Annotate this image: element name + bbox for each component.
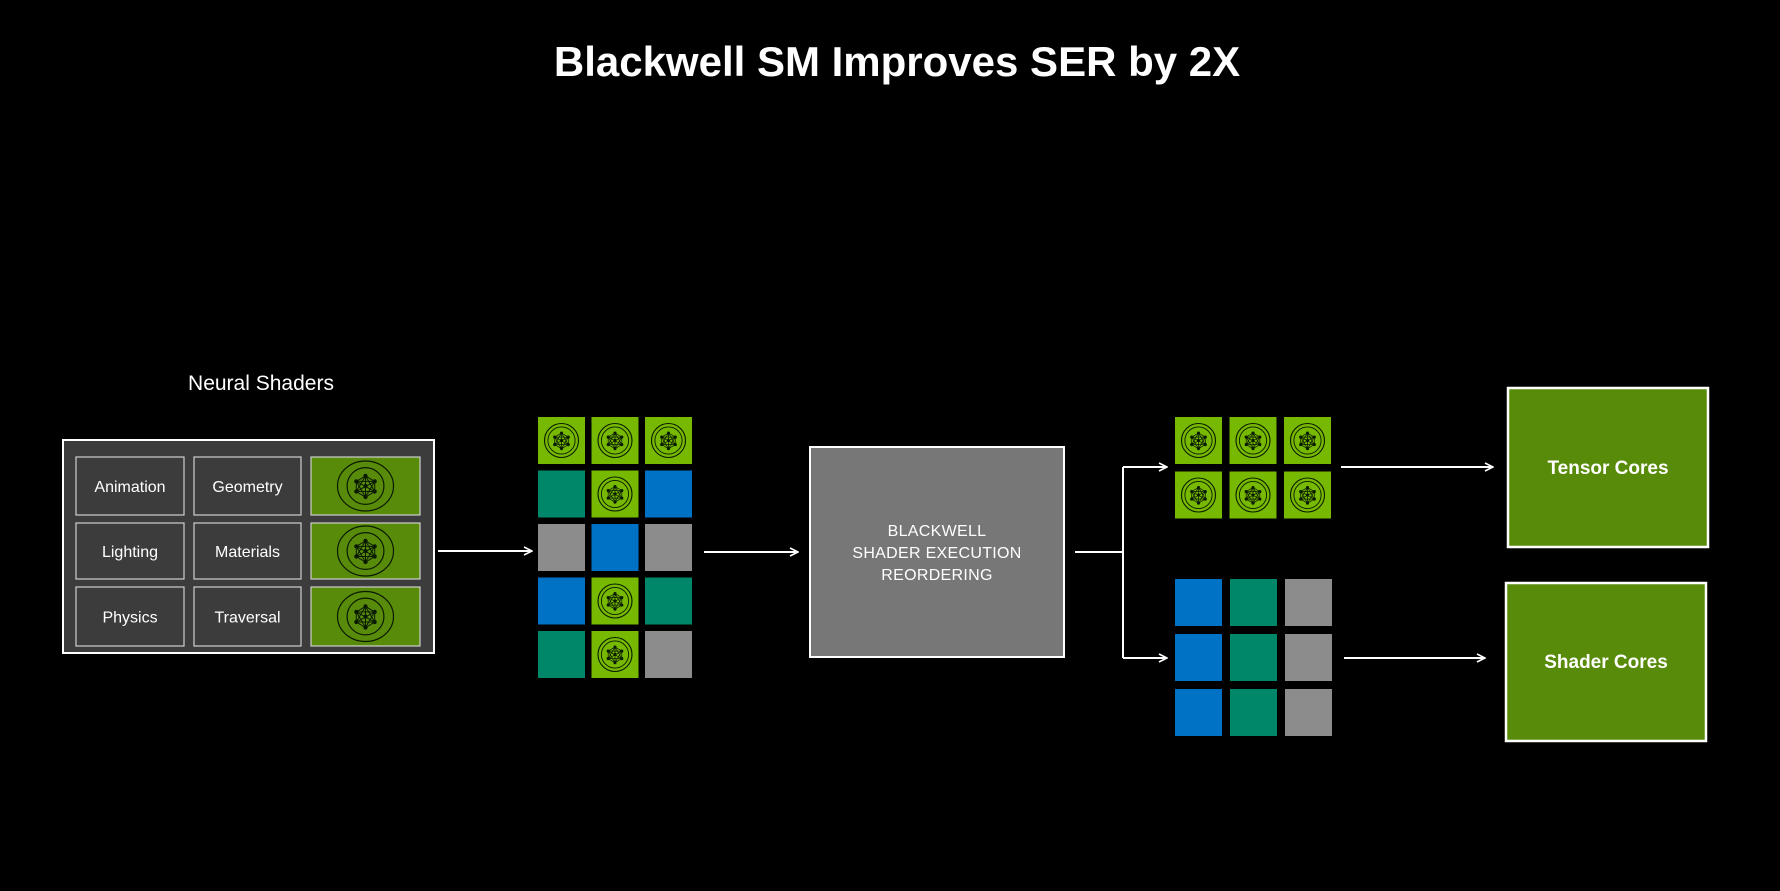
- neural-cell-ring: [336, 525, 395, 577]
- ser-line-3: REORDERING: [881, 567, 992, 584]
- work-tile-ring: [650, 422, 687, 459]
- shader-cell-label-geometry: Geometry: [212, 479, 282, 496]
- work-tile-teal: [538, 470, 585, 518]
- work-tile-ring: [597, 583, 633, 619]
- work-tile-ring: [1235, 422, 1271, 459]
- ser-box: BLACKWELL SHADER EXECUTION REORDERING: [809, 446, 1065, 658]
- shader-cell-label-traversal: Traversal: [214, 610, 280, 627]
- shader-cell-geometry: [193, 456, 302, 516]
- ser-line-1: BLACKWELL: [888, 523, 987, 540]
- neural-shaders-label: Neural Shaders: [188, 372, 334, 395]
- work-tile-blue: [538, 577, 585, 625]
- sorted-neural-grid: [1175, 417, 1331, 519]
- work-tile-gray: [1285, 689, 1332, 736]
- work-tile-gray: [538, 524, 585, 571]
- work-tile-teal: [1230, 579, 1277, 626]
- work-tile-ring: [1180, 422, 1217, 459]
- shader-cores-frame: [1504, 581, 1708, 743]
- shader-cell-animation: [75, 456, 185, 516]
- shader-cell-label-animation: Animation: [94, 479, 165, 496]
- shader-cores-label: Shader Cores: [1544, 652, 1668, 673]
- tensor-cores-frame: [1506, 386, 1710, 549]
- work-tile-ring: [1289, 477, 1326, 513]
- work-tile-ring: [543, 422, 580, 459]
- shader-cell-label-materials: Materials: [215, 544, 280, 561]
- ser-box-frame: [809, 446, 1065, 658]
- work-tile-blue: [645, 470, 692, 518]
- work-tile-blue: [1175, 579, 1222, 626]
- work-tile-teal: [645, 577, 692, 625]
- shader-cell-materials: [193, 522, 302, 580]
- shader-cell-lighting: [75, 522, 185, 580]
- tensor-cores-box: Tensor Cores: [1506, 386, 1710, 549]
- work-tile-ring: [597, 422, 633, 459]
- split-connector: [1075, 467, 1167, 658]
- work-tile-teal: [538, 631, 585, 678]
- work-tile-teal: [1230, 634, 1277, 681]
- shader-cores-box: Shader Cores: [1504, 581, 1708, 743]
- work-tile-ring: [597, 476, 633, 512]
- work-tile-ring: [597, 636, 633, 673]
- work-tile-blue: [591, 524, 639, 571]
- ser-line-2: SHADER EXECUTION: [852, 545, 1021, 562]
- work-tile-gray: [1285, 634, 1332, 681]
- work-tile-ring: [1289, 422, 1326, 459]
- neural-cell-ring: [336, 590, 395, 643]
- shader-cell-label-physics: Physics: [102, 610, 157, 627]
- neural-cell-ring: [336, 460, 395, 512]
- sorted-shader-grid: [1175, 579, 1332, 736]
- shader-cell-physics: [75, 586, 185, 647]
- shader-cell-traversal: [193, 586, 302, 647]
- work-tile-gray: [1285, 579, 1332, 626]
- unsorted-work-grid: [538, 417, 692, 678]
- work-tile-teal: [1230, 689, 1277, 736]
- page-title: Blackwell SM Improves SER by 2X: [554, 38, 1240, 85]
- work-tile-blue: [1175, 689, 1222, 736]
- work-tile-blue: [1175, 634, 1222, 681]
- work-tile-ring: [1235, 477, 1271, 513]
- work-tile-gray: [645, 631, 692, 678]
- work-tile-ring: [1180, 477, 1217, 513]
- tensor-cores-label: Tensor Cores: [1547, 458, 1668, 479]
- shader-cell-label-lighting: Lighting: [102, 544, 158, 561]
- work-tile-gray: [645, 524, 692, 571]
